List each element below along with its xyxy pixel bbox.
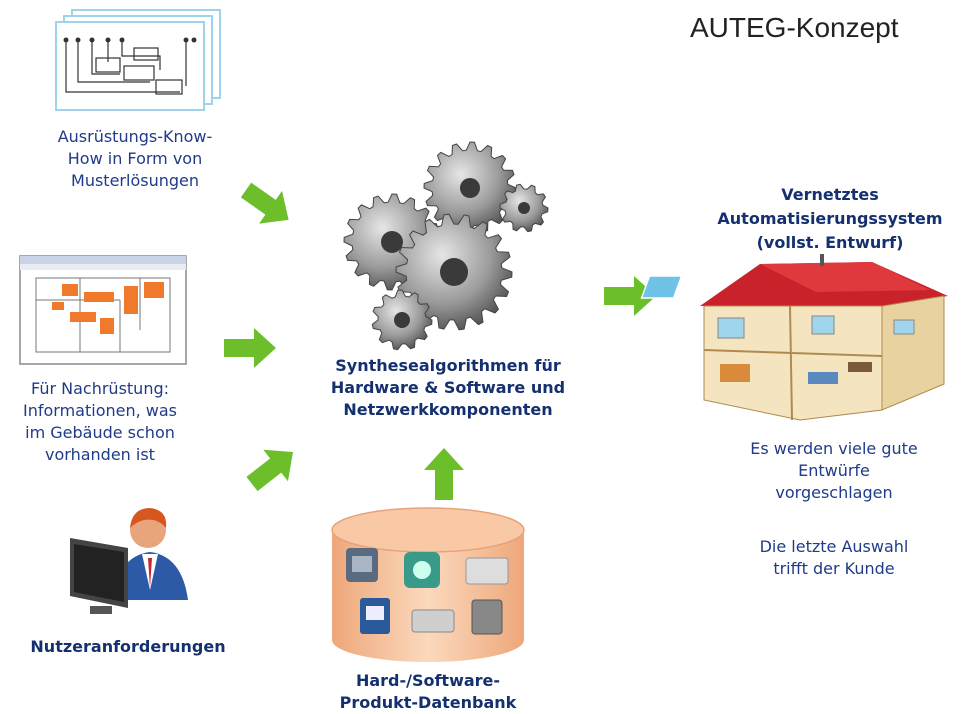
diagram-title: AUTEG-Konzept xyxy=(690,12,899,43)
output-note-2: Die letzte Auswahl trifft der Kunde xyxy=(694,536,974,580)
note2-line-2: trifft der Kunde xyxy=(773,559,895,578)
output-title-line-2: Automatisierungssystem xyxy=(717,209,943,228)
gear-shape xyxy=(423,141,517,235)
gear-hub xyxy=(394,312,410,328)
gear-shape xyxy=(371,289,433,351)
know-how-line-2: How in Form von xyxy=(67,149,203,168)
arrow-user xyxy=(239,436,306,500)
database-line-2: Produkt-Datenbank xyxy=(339,693,517,712)
database-line-1: Hard-/Software- xyxy=(355,671,501,690)
output-title-line-1: Vernetztes xyxy=(781,185,879,204)
note1-line-3: vorgeschlagen xyxy=(775,483,893,502)
output-note-1: Es werden viele gute Entwürfe vorgeschla… xyxy=(694,438,974,504)
output-title-line-3: (vollst. Entwurf) xyxy=(756,233,904,252)
gear-hub xyxy=(460,178,480,198)
note1-line-1: Es werden viele gute xyxy=(750,439,918,458)
retrofit-line-4: vorhanden ist xyxy=(45,445,155,464)
note2-line-1: Die letzte Auswahl xyxy=(759,537,909,556)
gear-hub xyxy=(518,202,530,214)
gear-shape xyxy=(343,193,441,291)
retrofit-label: Für Nachrüstung: Informationen, was im G… xyxy=(0,378,200,466)
output-title: Vernetztes Automatisierungssystem (volls… xyxy=(680,183,977,255)
database-label: Hard-/Software- Produkt-Datenbank xyxy=(318,670,538,714)
arrow-database xyxy=(424,448,464,500)
retrofit-line-3: im Gebäude schon xyxy=(25,423,175,442)
arrow-retrofit xyxy=(224,328,276,368)
retrofit-line-2: Informationen, was xyxy=(23,401,177,420)
retrofit-line-1: Für Nachrüstung: xyxy=(31,379,169,398)
synthesis-algorithms-label: Synthesealgorithmen für Hardware & Softw… xyxy=(288,355,608,421)
arrow-output xyxy=(604,276,656,316)
gear-shape xyxy=(395,213,513,331)
gear-hub xyxy=(440,258,468,286)
synthesis-line-1: Synthesealgorithmen für xyxy=(335,356,561,375)
know-how-line-1: Ausrüstungs-Know- xyxy=(57,127,213,146)
know-how-label: Ausrüstungs-Know- How in Form von Muster… xyxy=(20,126,250,192)
gear-shape xyxy=(499,183,549,233)
synthesis-line-2: Hardware & Software und xyxy=(330,378,566,397)
user-requirements-label: Nutzeranforderungen xyxy=(30,637,226,656)
know-how-line-3: Musterlösungen xyxy=(71,171,199,190)
note1-line-2: Entwürfe xyxy=(798,461,870,480)
gear-hub xyxy=(381,231,403,253)
synthesis-line-3: Netzwerkkomponenten xyxy=(343,400,553,419)
